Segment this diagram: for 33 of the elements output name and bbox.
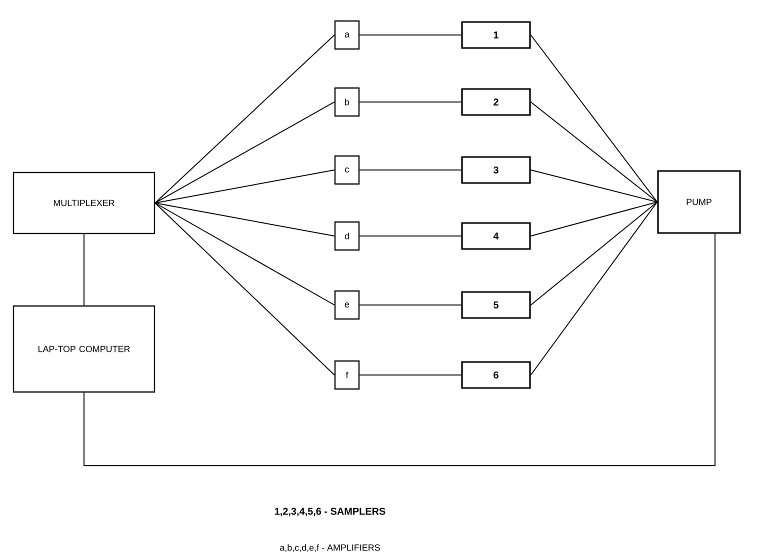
connector-line	[359, 34, 462, 36]
connector-line	[154, 202, 335, 376]
sampler-box: 4	[461, 222, 531, 250]
connector-line	[84, 233, 716, 466]
computer-box: LAP-TOP COMPUTER	[12, 305, 156, 393]
sampler-box: 6	[461, 361, 531, 389]
legend-note: 1,2,3,4,5,6 - SAMPLERS	[274, 508, 386, 516]
connector-line	[530, 102, 658, 202]
connector-line	[154, 34, 335, 204]
amplifier-box: c	[334, 155, 360, 185]
connector-line	[530, 202, 658, 236]
connector-line	[530, 202, 658, 376]
sampler-box: 2	[461, 88, 531, 116]
connector-line	[154, 202, 335, 306]
connector-line	[154, 170, 335, 204]
connector-line	[359, 374, 462, 376]
multiplexer-box: MULTIPLEXER	[12, 172, 156, 234]
amplifier-box: b	[334, 87, 360, 117]
amplifier-box: f	[334, 360, 360, 390]
legend-note: a,b,c,d,e,f - AMPLIFIERS	[280, 544, 380, 552]
connector-line	[530, 34, 658, 202]
connector-line	[154, 202, 335, 236]
connector-line	[530, 170, 658, 202]
pump-box: PUMP	[657, 170, 741, 234]
connector-line	[530, 202, 658, 306]
amplifier-box: e	[334, 290, 360, 320]
sampler-box: 3	[461, 156, 531, 184]
sampler-box: 5	[461, 291, 531, 319]
amplifier-box: d	[334, 221, 360, 251]
sampler-box: 1	[461, 21, 531, 49]
amplifier-box: a	[334, 20, 360, 50]
connector-line	[154, 102, 335, 204]
connector-line	[359, 304, 462, 306]
